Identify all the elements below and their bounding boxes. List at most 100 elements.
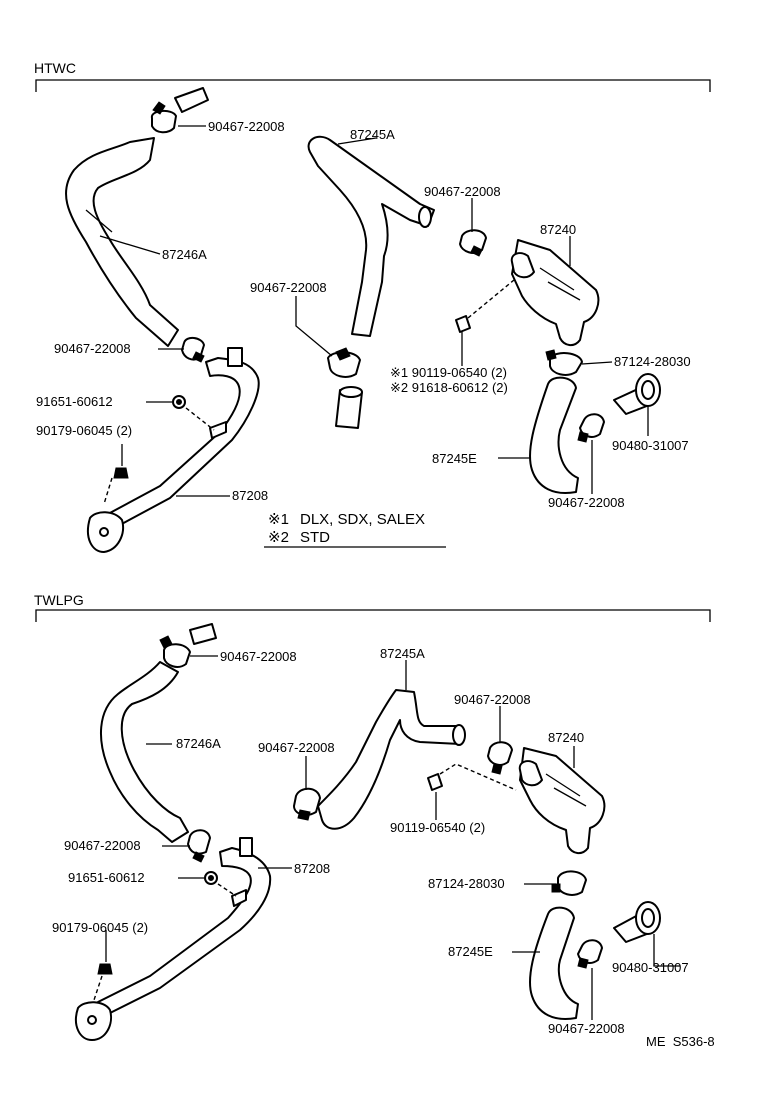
label-clamp-right-b: 90467-22008 xyxy=(454,692,531,707)
pipe-stub-top-b xyxy=(189,623,217,645)
flange-hole-b xyxy=(87,1015,97,1025)
label-90480-b: 90480-31007 xyxy=(612,960,689,975)
section-twlpg: TWLPG xyxy=(34,592,715,1049)
label-87245a-b: 87245A xyxy=(380,646,425,661)
leader-87245a xyxy=(337,137,377,145)
clamp-90467-lower-left-b xyxy=(187,829,211,855)
label-87245e-b: 87245E xyxy=(448,944,493,959)
label-clamp-center-b: 90467-22008 xyxy=(258,740,335,755)
label-87208-b: 87208 xyxy=(294,861,330,876)
pipe-stub-top xyxy=(174,87,209,113)
label-87124: 87124-28030 xyxy=(614,354,691,369)
clamp-tab-mid-right xyxy=(470,245,483,257)
leader-clamp-center xyxy=(295,296,333,357)
clamp-87124-tab-b xyxy=(551,883,561,893)
bolt-dash-b xyxy=(93,975,103,1001)
label-87245a: 87245A xyxy=(350,127,395,142)
flange-hole xyxy=(99,527,109,537)
nut-dash xyxy=(185,407,215,431)
bolt-90119-06540 xyxy=(455,315,471,333)
bolt-90119-06540-b xyxy=(427,773,443,791)
section-bracket-twlpg xyxy=(35,609,711,622)
bolt-90119-dash-b xyxy=(439,763,517,791)
label-clamp-top-left-b: 90467-22008 xyxy=(220,649,297,664)
label-clamp-lower-left: 90467-22008 xyxy=(54,341,131,356)
label-87246a-b: 87246A xyxy=(176,736,221,751)
clamp-90467-right-b xyxy=(487,741,513,766)
clamp-87124-28030-b xyxy=(557,870,587,896)
clamp-tab-top-b xyxy=(159,635,173,649)
section-title-twlpg: TWLPG xyxy=(34,592,84,608)
clamp-90467-center-b xyxy=(293,787,321,816)
footer-code: ME S536-8 xyxy=(646,1034,715,1049)
clamp-90467-top-b xyxy=(163,643,191,668)
pipe-stub-center-top xyxy=(339,386,363,398)
bolt-90119-dash xyxy=(467,279,515,319)
hose-87245e xyxy=(529,376,579,494)
valve-87240 xyxy=(511,239,600,346)
clamp-90467-top xyxy=(151,110,177,134)
label-bolt-90179: 90179-06045 (2) xyxy=(36,423,132,438)
section-htwc: HTWC xyxy=(34,60,711,553)
hose-87245a-b-end xyxy=(452,724,466,746)
hose-87246a-b xyxy=(100,661,189,843)
clamp-tab-right-b xyxy=(491,763,503,775)
clamp-tab-center xyxy=(335,347,351,361)
legend-text-1: DLX, SDX, SALEX xyxy=(300,511,425,528)
label-bolt-note2: ※2 91618-60612 (2) xyxy=(390,380,508,395)
section-title-htwc: HTWC xyxy=(34,60,76,76)
label-bolt-90119-b: 90119-06540 (2) xyxy=(390,820,485,835)
hose-87245a-end xyxy=(418,206,432,228)
valve-87240-b-inlet xyxy=(518,760,543,787)
hose-87245e-b xyxy=(529,906,579,1020)
clamp-87124-tab xyxy=(545,349,557,361)
label-87124-b: 87124-28030 xyxy=(428,876,505,891)
hose-87245a xyxy=(307,135,435,337)
valve-87240-b-detail xyxy=(545,773,587,807)
label-87240: 87240 xyxy=(540,222,576,237)
label-clamp-center: 90467-22008 xyxy=(250,280,327,295)
label-90480: 90480-31007 xyxy=(612,438,689,453)
valve-87240-detail xyxy=(539,267,581,301)
label-87240-b: 87240 xyxy=(548,730,584,745)
clamp-tab-lower-left xyxy=(192,351,205,363)
label-87246a: 87246A xyxy=(162,247,207,262)
grommet-90480-inner xyxy=(641,380,655,400)
pipe-87208-nipple-b xyxy=(239,837,253,857)
nut-dash-b xyxy=(217,883,237,897)
legend-text-2: STD xyxy=(300,529,330,546)
leader-87246a xyxy=(99,235,161,255)
clamp-tab-bottom-b xyxy=(577,957,589,969)
label-bolt-note1: ※1 90119-06540 (2) xyxy=(390,365,507,380)
pipe-bracket-b xyxy=(231,889,247,907)
label-nut-91651-b: 91651-60612 xyxy=(68,870,145,885)
hose-87246a xyxy=(65,137,179,347)
label-nut-91651: 91651-60612 xyxy=(36,394,113,409)
clamp-tab-bottom xyxy=(577,431,589,443)
nut-91651-hole-b xyxy=(208,875,214,881)
hose-87245a-b xyxy=(317,689,461,830)
legend-mark-1: ※1 xyxy=(268,511,289,528)
leader-90480-b xyxy=(653,934,680,967)
clamp-tab-lower-left-b xyxy=(192,851,205,863)
pipe-87208-nipple xyxy=(227,347,243,367)
pipe-bracket xyxy=(209,421,227,439)
clamp-87124-28030 xyxy=(549,352,583,376)
nut-91651-hole xyxy=(176,399,182,405)
hose-87246a-band xyxy=(85,209,113,233)
leader-87124 xyxy=(581,361,613,365)
label-bolt-90179-b: 90179-06045 (2) xyxy=(52,920,148,935)
bolt-90179-06045 xyxy=(113,467,129,479)
clamp-tab-top xyxy=(152,101,166,115)
label-clamp-top-left: 90467-22008 xyxy=(208,119,285,134)
section-bracket-htwc xyxy=(35,79,711,92)
clamp-tab-center-b xyxy=(297,809,311,821)
label-clamp-bottom-b: 90467-22008 xyxy=(548,1021,625,1036)
valve-87240-inlet xyxy=(510,252,535,279)
legend-mark-2: ※2 xyxy=(268,529,289,546)
label-clamp-mid-right: 90467-22008 xyxy=(424,184,501,199)
bolt-90179-06045-b xyxy=(97,963,113,975)
label-87208: 87208 xyxy=(232,488,268,503)
label-clamp-lower-left-b: 90467-22008 xyxy=(64,838,141,853)
